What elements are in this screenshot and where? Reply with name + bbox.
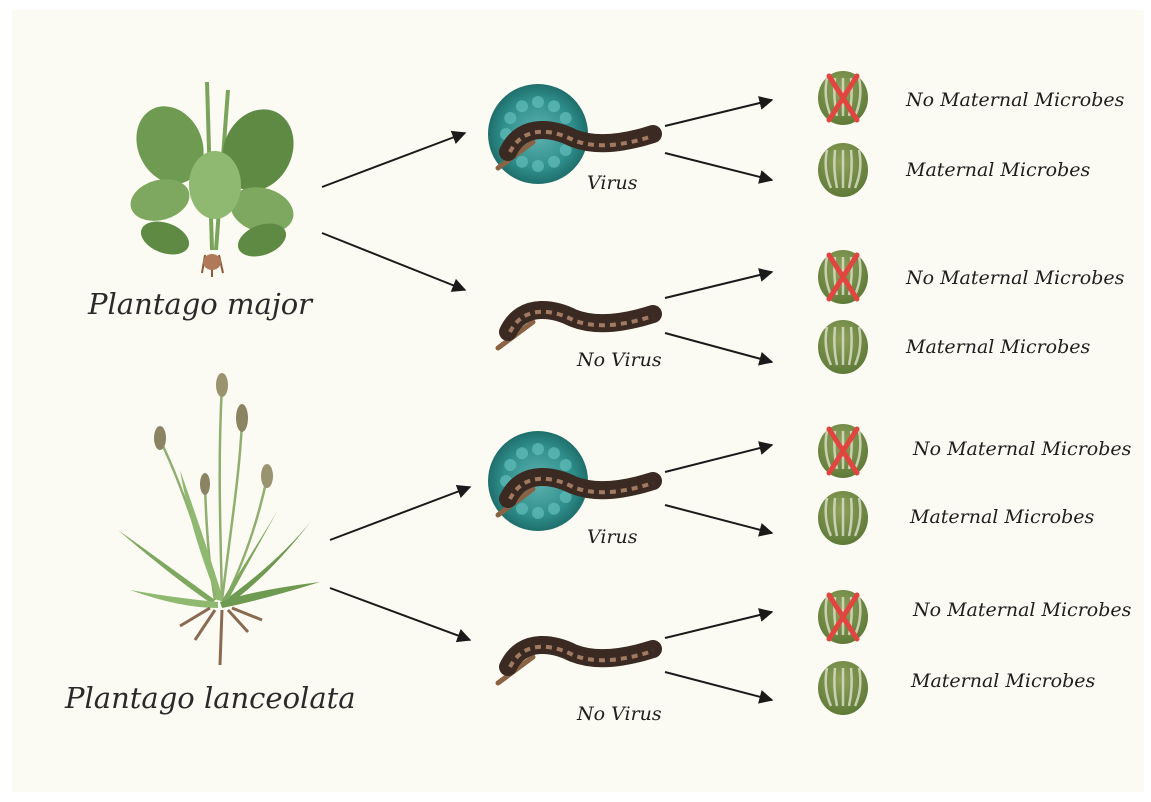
arrow (330, 487, 470, 540)
plant-to-caterpillar-arrows (322, 133, 470, 640)
healthy-caterpillar (498, 310, 653, 348)
egg-mass (818, 143, 868, 197)
virus-texture-dot (532, 160, 544, 172)
outcome-label: Maternal Microbes (906, 336, 1090, 358)
virus-texture-dot (532, 507, 544, 519)
caterpillar-status-label: No Virus (577, 703, 662, 725)
arrow (665, 272, 772, 298)
virus-texture-dot (516, 100, 528, 112)
arrow (665, 505, 772, 533)
crossed-egg-mass (818, 250, 868, 304)
plant-label-major: Plantago major (88, 287, 312, 321)
caterpillar-status-label: Virus (587, 172, 638, 194)
virus-texture-dot (504, 112, 516, 124)
crossed-egg-mass (818, 424, 868, 478)
virus-texture-dot (516, 447, 528, 459)
outcome-label: Maternal Microbes (910, 506, 1094, 528)
egg-group (818, 71, 868, 715)
egg-mass (818, 661, 868, 715)
plantago-lanceolata-illustration (118, 373, 320, 665)
arrow (665, 445, 772, 472)
crossed-egg-mass (818, 590, 868, 644)
outcome-label: Maternal Microbes (911, 670, 1095, 692)
virus-texture-dot (504, 459, 516, 471)
virus-texture-dot (560, 112, 572, 124)
healthy-caterpillar (498, 645, 653, 683)
virus-texture-dot (548, 156, 560, 168)
virus-texture-dot (548, 447, 560, 459)
caterpillar-to-outcome-arrows (665, 100, 772, 700)
infected-caterpillar (488, 431, 653, 531)
outcome-label: No Maternal Microbes (913, 599, 1131, 621)
virus-texture-dot (532, 96, 544, 108)
arrow (322, 233, 465, 290)
plant-label-lanceolata: Plantago lanceolata (65, 681, 356, 715)
outcome-label: No Maternal Microbes (906, 89, 1124, 111)
caterpillar-status-label: No Virus (577, 349, 662, 371)
crossed-egg-mass (818, 71, 868, 125)
virus-texture-dot (516, 503, 528, 515)
plantago-major-illustration (124, 82, 306, 277)
virus-texture-dot (548, 503, 560, 515)
outcome-label: No Maternal Microbes (906, 267, 1124, 289)
caterpillar-status-label: Virus (587, 526, 638, 548)
virus-texture-dot (560, 459, 572, 471)
egg-mass (818, 491, 868, 545)
virus-texture-dot (548, 100, 560, 112)
infected-caterpillar (488, 84, 653, 184)
arrow (322, 133, 465, 187)
arrow (665, 100, 772, 126)
egg-mass (818, 320, 868, 374)
arrow (665, 333, 772, 362)
virus-texture-dot (516, 156, 528, 168)
virus-texture-dot (532, 443, 544, 455)
outcome-label: No Maternal Microbes (913, 438, 1131, 460)
arrow (330, 588, 470, 640)
arrow (665, 612, 772, 638)
arrow (665, 153, 772, 180)
arrow (665, 672, 772, 700)
outcome-label: Maternal Microbes (906, 159, 1090, 181)
